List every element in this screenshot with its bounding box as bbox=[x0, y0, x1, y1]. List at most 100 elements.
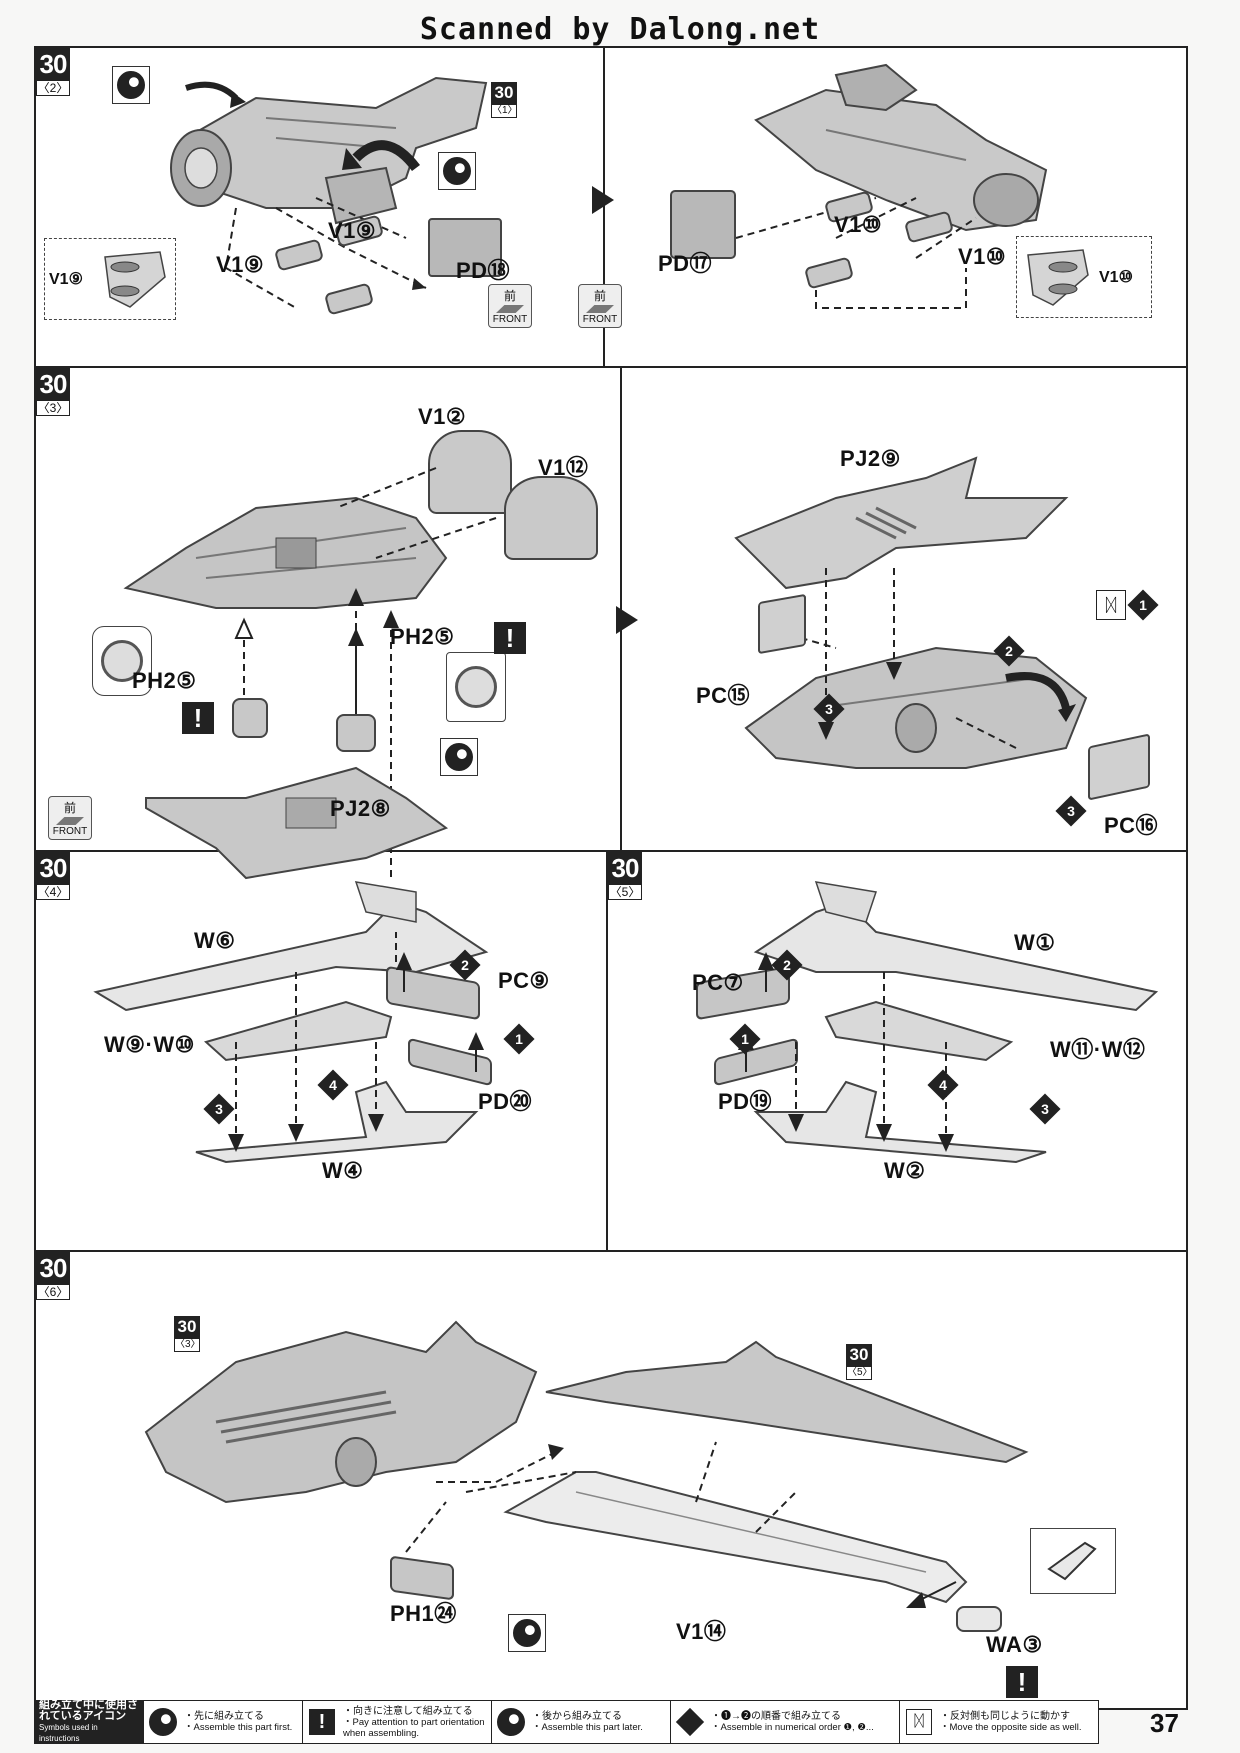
part-label: W⑨·W⑩ bbox=[104, 1032, 195, 1057]
orientation-warning-icon: ! bbox=[182, 702, 214, 734]
detail-drawing bbox=[1047, 1541, 1097, 1581]
order-step-1-icon: 1 bbox=[503, 1023, 535, 1055]
legend-item-assemble-first: ・先に組み立てる・Assemble this part first. bbox=[144, 1700, 303, 1744]
wing-w4-drawing bbox=[195, 1080, 479, 1164]
part-label: PD⑲ bbox=[718, 1089, 773, 1114]
detail-drawing bbox=[1027, 249, 1089, 306]
part-label: PD⑳ bbox=[478, 1089, 533, 1114]
part-label: W⑥ bbox=[194, 928, 236, 953]
legend-item-assemble-later: ・後から組み立てる・Assemble this part later. bbox=[492, 1700, 671, 1744]
orientation-warning-icon: ! bbox=[307, 1707, 337, 1737]
legend-item-numerical-order: ・❶→❷の順番で組み立てる・Assemble in numerical orde… bbox=[671, 1700, 900, 1744]
part-label: V1⑩ bbox=[1099, 269, 1133, 286]
part-label: V1⑩ bbox=[834, 212, 883, 237]
step-reference: 30 〈3〉 bbox=[174, 1316, 201, 1352]
step-30-4-5-panel: 30 〈4〉 30 〈5〉 bbox=[36, 852, 1186, 1252]
legend-item-opposite-side: ᛞ ・反対側も同じように動かす・Move the opposite side a… bbox=[900, 1700, 1099, 1744]
wing-w2-drawing bbox=[753, 1080, 1047, 1164]
move-both-sides-icon: ᛞ bbox=[1096, 590, 1126, 620]
pd-17-part bbox=[670, 190, 736, 259]
instruction-page-frame: 30 〈2〉 30 〈1〉 bbox=[34, 46, 1188, 1710]
part-label: PD⑱ bbox=[456, 258, 511, 283]
part-label: PJ2⑨ bbox=[840, 446, 901, 471]
order-step-2-icon: 2 bbox=[771, 949, 803, 981]
assemble-later-icon bbox=[508, 1614, 546, 1652]
order-step-2-icon: 2 bbox=[993, 635, 1025, 667]
assemble-first-icon bbox=[148, 1707, 178, 1737]
detail-drawing bbox=[104, 251, 166, 308]
v1-12-part bbox=[504, 476, 598, 560]
order-step-4-icon: 4 bbox=[317, 1069, 349, 1101]
order-step-4-icon: 4 bbox=[927, 1069, 959, 1101]
part-label: PH2⑤ bbox=[390, 624, 455, 649]
order-step-3-icon: 3 bbox=[813, 693, 845, 725]
legend-heading: 組み立て中に使用されているアイコン Symbols used in instru… bbox=[34, 1700, 144, 1744]
step-30-3-panel: 30 〈3〉 bbox=[36, 368, 1186, 880]
wing-w11-w12-drawing bbox=[824, 1000, 1014, 1062]
detail-view-box: V1⑨ bbox=[44, 238, 176, 320]
part-label: PC⑨ bbox=[498, 968, 550, 993]
part-label: W④ bbox=[322, 1158, 364, 1183]
engine-body-drawing bbox=[123, 496, 448, 609]
hex-nut-detail bbox=[446, 652, 506, 722]
move-both-sides-icon: ᛞ bbox=[904, 1707, 934, 1737]
part-label: PC⑮ bbox=[696, 683, 751, 708]
panel-divider bbox=[606, 852, 608, 1250]
engine-unit-drawing bbox=[170, 76, 488, 225]
assembly-arrows bbox=[735, 197, 977, 309]
part-label: V1⑫ bbox=[538, 455, 589, 480]
part-label: PC⑯ bbox=[1104, 813, 1159, 838]
orientation-warning-icon: ! bbox=[494, 622, 526, 654]
part-label: V1⑨ bbox=[49, 271, 83, 288]
step-number: 30 〈5〉 bbox=[608, 852, 642, 900]
icon-legend-bar: 組み立て中に使用されているアイコン Symbols used in instru… bbox=[34, 1700, 1184, 1744]
step-number: 30 〈4〉 bbox=[36, 852, 70, 900]
part-label: PC⑦ bbox=[692, 970, 744, 995]
lower-frame-drawing bbox=[145, 766, 449, 880]
assemble-first-icon bbox=[438, 152, 476, 190]
pc-16-part bbox=[1088, 733, 1150, 801]
hex-nut-detail bbox=[92, 626, 152, 696]
step-number: 30 〈6〉 bbox=[36, 1252, 70, 1300]
part-label: W⑪·W⑫ bbox=[1050, 1037, 1146, 1062]
v1-2-part bbox=[428, 430, 512, 514]
part-label: V1② bbox=[418, 404, 467, 429]
assemble-first-icon bbox=[112, 66, 150, 104]
engine-assembly-drawing bbox=[144, 1320, 538, 1504]
assemble-later-icon bbox=[496, 1707, 526, 1737]
assemble-later-icon bbox=[440, 738, 478, 776]
wa-3-part bbox=[956, 1606, 1002, 1632]
assembly-arrows bbox=[228, 932, 484, 1152]
step-number: 30 〈3〉 bbox=[36, 368, 70, 416]
wing-w9-w10-drawing bbox=[203, 1000, 393, 1062]
next-arrow-icon bbox=[592, 186, 614, 214]
detail-view-box: V1⑩ bbox=[1016, 236, 1152, 318]
assembly-arrows bbox=[405, 1441, 957, 1608]
ph2-5-part bbox=[232, 698, 268, 738]
lower-wing-drawing bbox=[503, 1471, 968, 1604]
part-label: W② bbox=[884, 1158, 926, 1183]
step-number: 30 〈2〉 bbox=[36, 48, 70, 96]
ph2-5-part bbox=[336, 714, 376, 752]
wing-w6-drawing bbox=[93, 881, 489, 1012]
wing-assembly-drawing bbox=[545, 1340, 1029, 1464]
part-label: V1⑨ bbox=[328, 218, 377, 243]
engine-unit-drawing bbox=[754, 63, 1048, 232]
step-30-6-panel: 30 〈6〉 30 〈3〉 30 〈5〉 bbox=[36, 1252, 1186, 1708]
next-arrow-icon bbox=[616, 606, 638, 634]
order-step-1-icon: 1 bbox=[1127, 589, 1159, 621]
page-number: 37 bbox=[1150, 1708, 1179, 1738]
pd-18-part bbox=[428, 218, 502, 277]
part-label: WA③ bbox=[986, 1632, 1043, 1657]
part-label: V1⑭ bbox=[676, 1619, 727, 1644]
part-label: V1⑨ bbox=[216, 252, 265, 277]
scan-watermark: Scanned by Dalong.net bbox=[419, 12, 821, 47]
wing-w1-drawing bbox=[753, 881, 1159, 1012]
order-step-2-icon: 2 bbox=[449, 949, 481, 981]
part-label: V1⑩ bbox=[958, 244, 1007, 269]
detail-view-box bbox=[1030, 1528, 1116, 1594]
order-step-1-icon: 1 bbox=[729, 1023, 761, 1055]
part-label: W① bbox=[1014, 930, 1056, 955]
